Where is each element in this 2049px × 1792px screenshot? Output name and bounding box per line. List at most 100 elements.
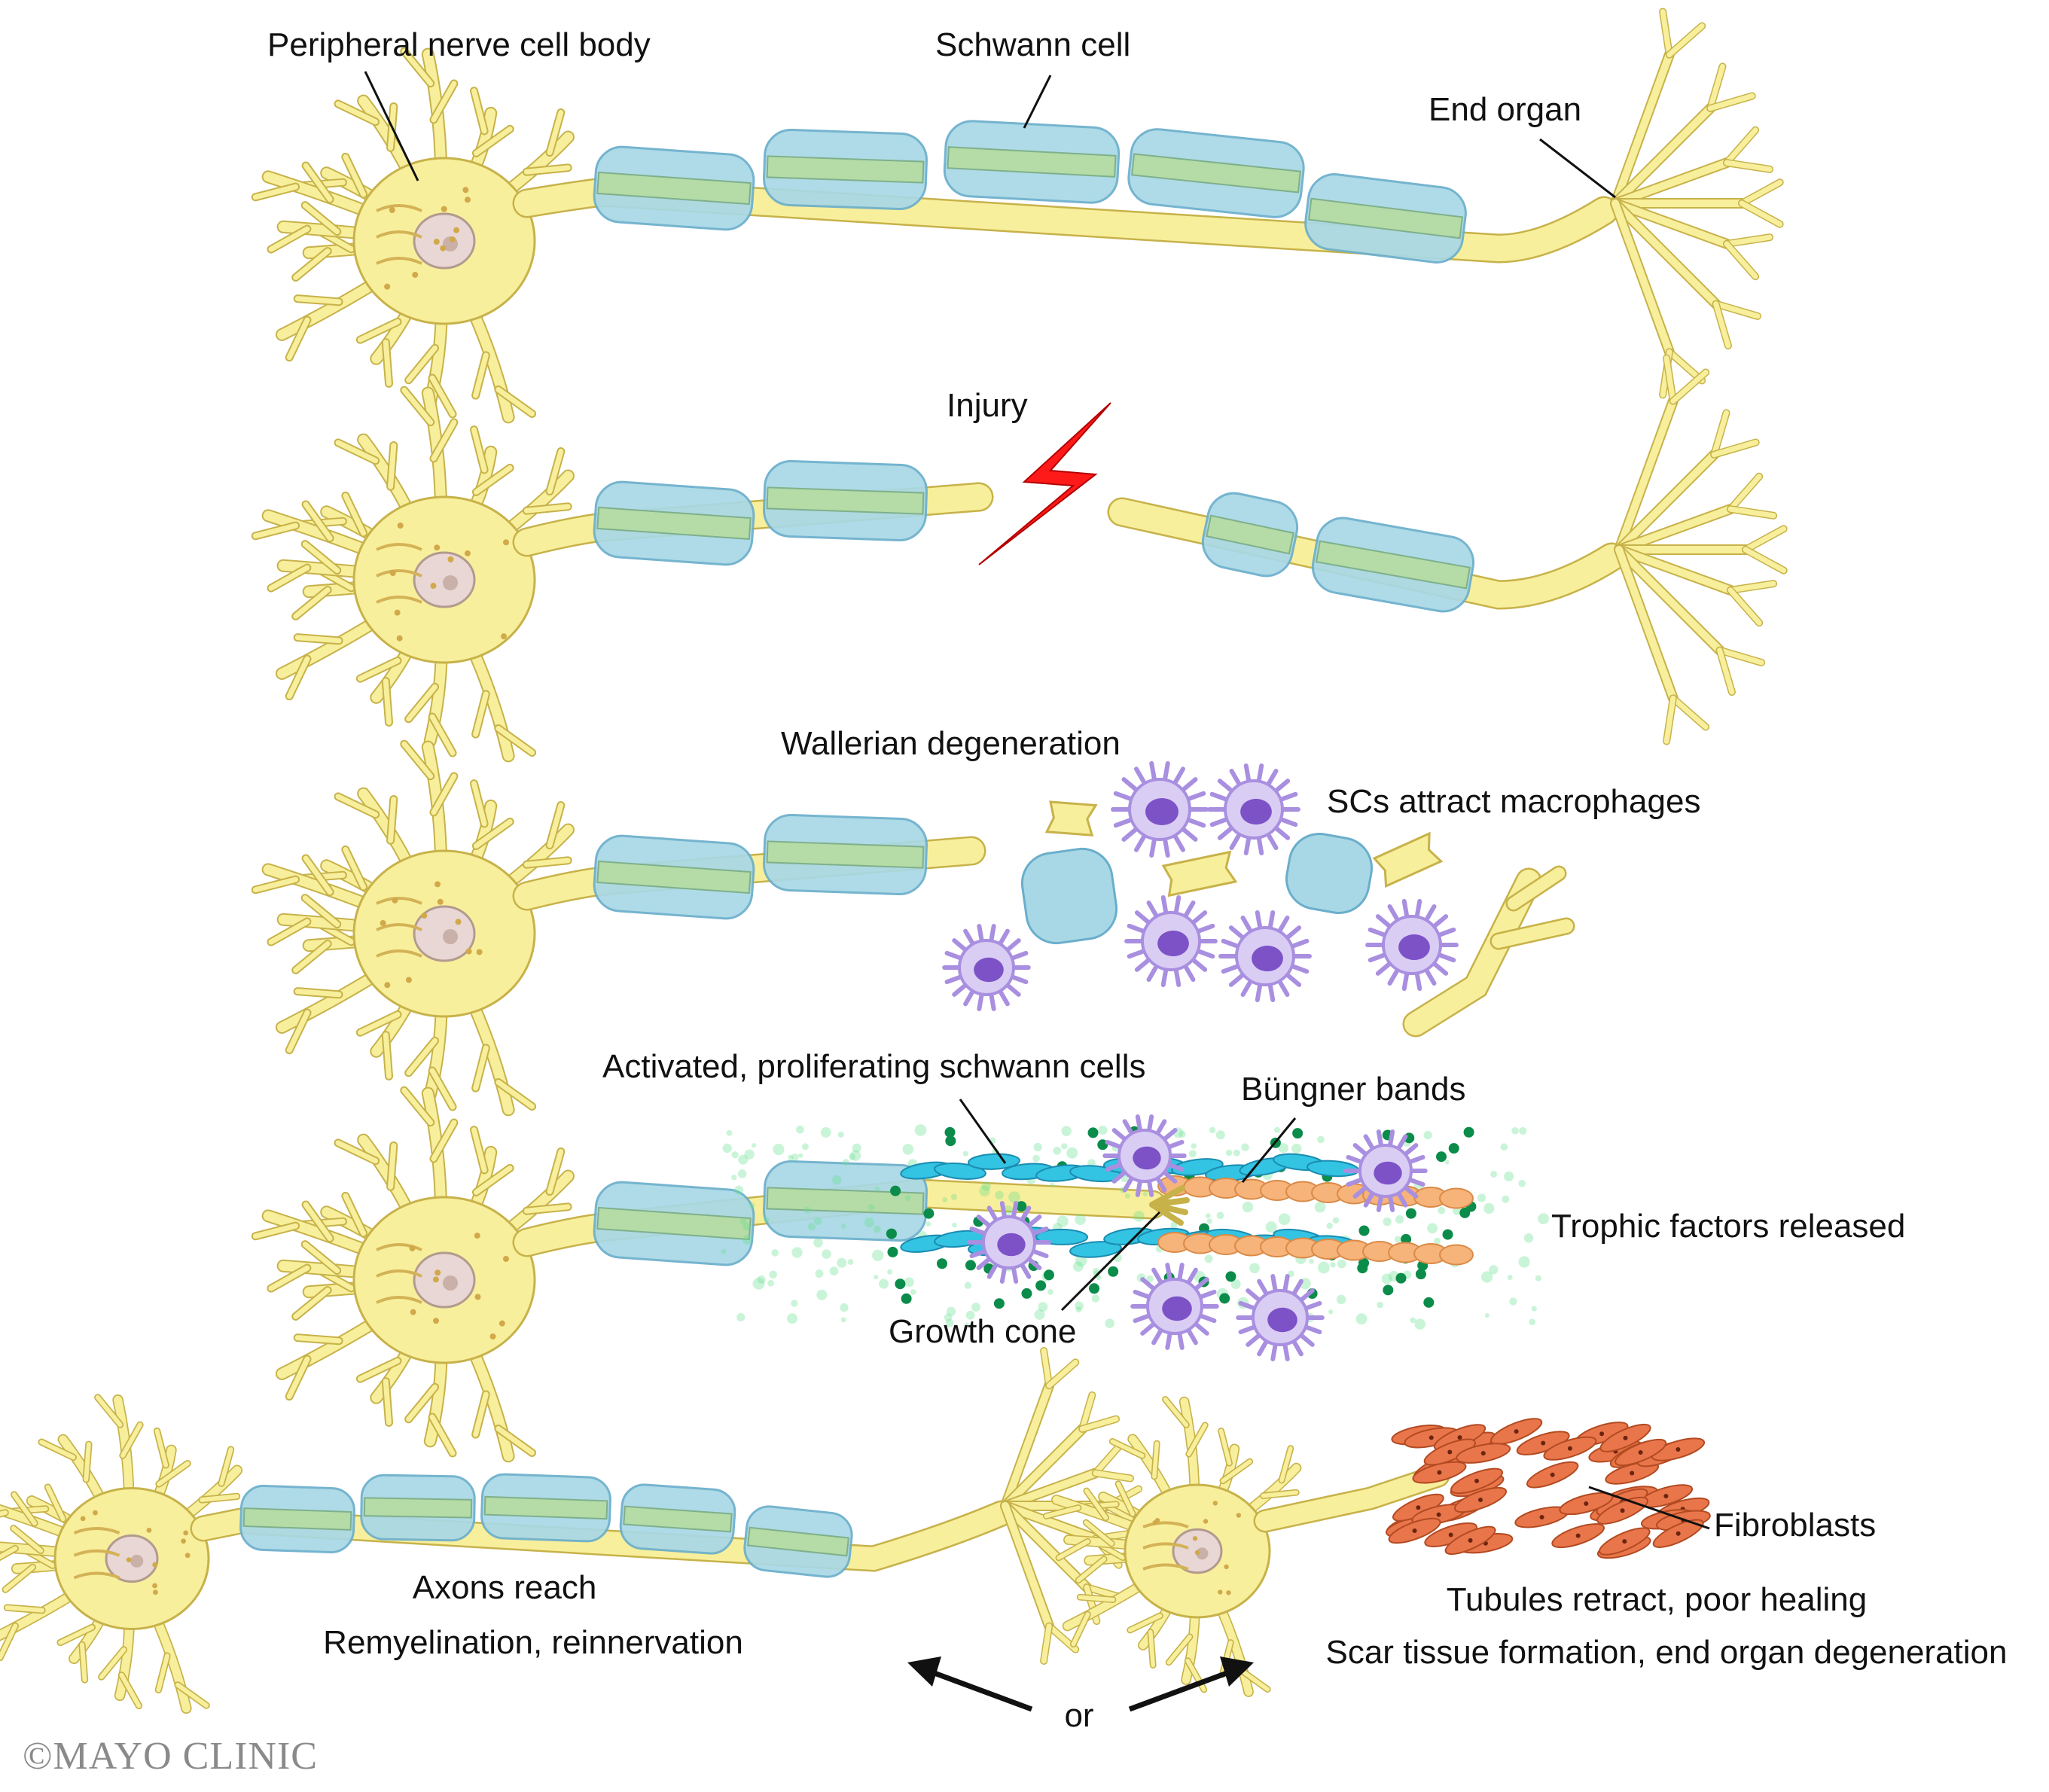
- schwann-fragment: [1285, 833, 1374, 914]
- granule: [126, 1557, 132, 1562]
- organelle: [376, 897, 422, 905]
- degenerating-branch: [1489, 917, 1575, 950]
- label-remyelination: Remyelination, reinnervation: [323, 1624, 743, 1661]
- granule: [1218, 1589, 1223, 1595]
- leader-activated-sc: [959, 1099, 1007, 1164]
- neuron-row1: [251, 47, 575, 424]
- label-scs-attract: SCs attract macrophages: [1327, 783, 1701, 820]
- macrophage: [1236, 1274, 1325, 1361]
- macrophage: [1343, 1129, 1428, 1212]
- schwann-cell-row4-2: [763, 1160, 928, 1242]
- schwann-cell-row1-2: [763, 128, 928, 211]
- neuron-outcome-good: [0, 1394, 243, 1714]
- granule: [464, 197, 471, 203]
- schwann-cell-row1-3: [943, 120, 1121, 204]
- leader-end-organ: [1539, 138, 1616, 199]
- label-scar-tissue: Scar tissue formation, end organ degener…: [1325, 1634, 2008, 1671]
- neuron-row2: [251, 386, 575, 763]
- schwann-cell-row2-distal-2: [1311, 517, 1475, 613]
- schwann-cell-row1-4: [1127, 128, 1305, 218]
- granule: [380, 919, 386, 926]
- schwann-cell-row1-1: [593, 145, 755, 231]
- granule: [455, 919, 462, 925]
- label-end-organ: End organ: [1429, 91, 1582, 128]
- schwann-cell-outcome-3: [480, 1473, 611, 1543]
- granule: [397, 523, 404, 529]
- axon-fragment: [1372, 831, 1444, 888]
- macrophage: [1130, 1263, 1219, 1350]
- granule: [396, 635, 403, 642]
- macrophage: [1111, 760, 1209, 858]
- granule: [474, 1233, 480, 1239]
- end-organ-row2: [1614, 354, 1788, 745]
- organelle: [376, 1296, 422, 1304]
- granule: [499, 1320, 505, 1327]
- schwann-cell-outcome-4: [619, 1483, 736, 1555]
- granule: [1236, 1513, 1242, 1518]
- granule: [441, 206, 447, 212]
- organelle: [376, 596, 422, 604]
- arrow-left-head: [907, 1656, 941, 1687]
- granule: [437, 898, 444, 905]
- granule: [434, 1269, 441, 1276]
- granule: [1203, 1519, 1209, 1524]
- granule: [1226, 1590, 1231, 1595]
- neuron-outcome-poor: [1043, 1396, 1302, 1697]
- granule: [181, 1538, 187, 1544]
- outcome-arrows: [907, 1656, 1254, 1712]
- label-schwann-cell: Schwann cell: [935, 26, 1131, 63]
- leader-growth-cone: [1060, 1211, 1161, 1312]
- granule: [389, 570, 396, 577]
- label-injury: Injury: [947, 387, 1028, 424]
- granule: [440, 245, 447, 251]
- label-or: or: [1064, 1697, 1094, 1734]
- granule: [476, 949, 483, 955]
- axon-row2-distal: [1107, 497, 1627, 610]
- leader-cell-body: [364, 71, 419, 181]
- granule: [433, 239, 440, 245]
- granule: [489, 1333, 496, 1339]
- granule: [1212, 1501, 1218, 1506]
- axon-outcome-good: [190, 1500, 1015, 1572]
- granule: [93, 1510, 98, 1516]
- granule: [432, 1276, 439, 1283]
- growth-cone: [1149, 1185, 1190, 1226]
- granule: [389, 207, 395, 214]
- granule: [1194, 1550, 1200, 1556]
- granule: [152, 1583, 157, 1589]
- schwann-cell-row1-5: [1304, 173, 1467, 264]
- granule: [184, 1553, 191, 1559]
- arrow-left-shaft: [925, 1667, 1033, 1712]
- label-activated-schwann: Activated, proliferating schwann cells: [602, 1048, 1146, 1085]
- macrophage: [1124, 894, 1218, 988]
- granule: [1224, 1564, 1229, 1570]
- granule: [409, 1245, 416, 1251]
- granule: [434, 881, 441, 888]
- granule: [434, 544, 441, 551]
- granule: [501, 633, 508, 640]
- granule: [412, 272, 419, 279]
- schwann-cell-row3-1: [593, 834, 755, 920]
- granule: [410, 1309, 416, 1315]
- granule: [430, 583, 437, 590]
- organelle: [376, 949, 422, 958]
- granule: [502, 1255, 509, 1262]
- organelle: [376, 923, 422, 931]
- granule: [392, 897, 398, 904]
- axon-row1: [512, 177, 1619, 264]
- granule: [432, 1318, 439, 1324]
- axon-outcome-poor: [1253, 1464, 1450, 1533]
- organelle: [376, 230, 422, 239]
- organelle: [376, 257, 422, 265]
- nucleolus: [443, 929, 458, 944]
- label-axons-reach: Axons reach: [412, 1569, 597, 1606]
- neuron-row3: [251, 739, 575, 1117]
- granule: [405, 977, 412, 983]
- macrophage: [1102, 1114, 1187, 1197]
- injury-bolt: [978, 402, 1111, 565]
- granule: [1154, 1517, 1160, 1523]
- axon-fragment: [1044, 800, 1098, 837]
- copyright-mayo-clinic: ©MAYO CLINIC: [23, 1735, 318, 1778]
